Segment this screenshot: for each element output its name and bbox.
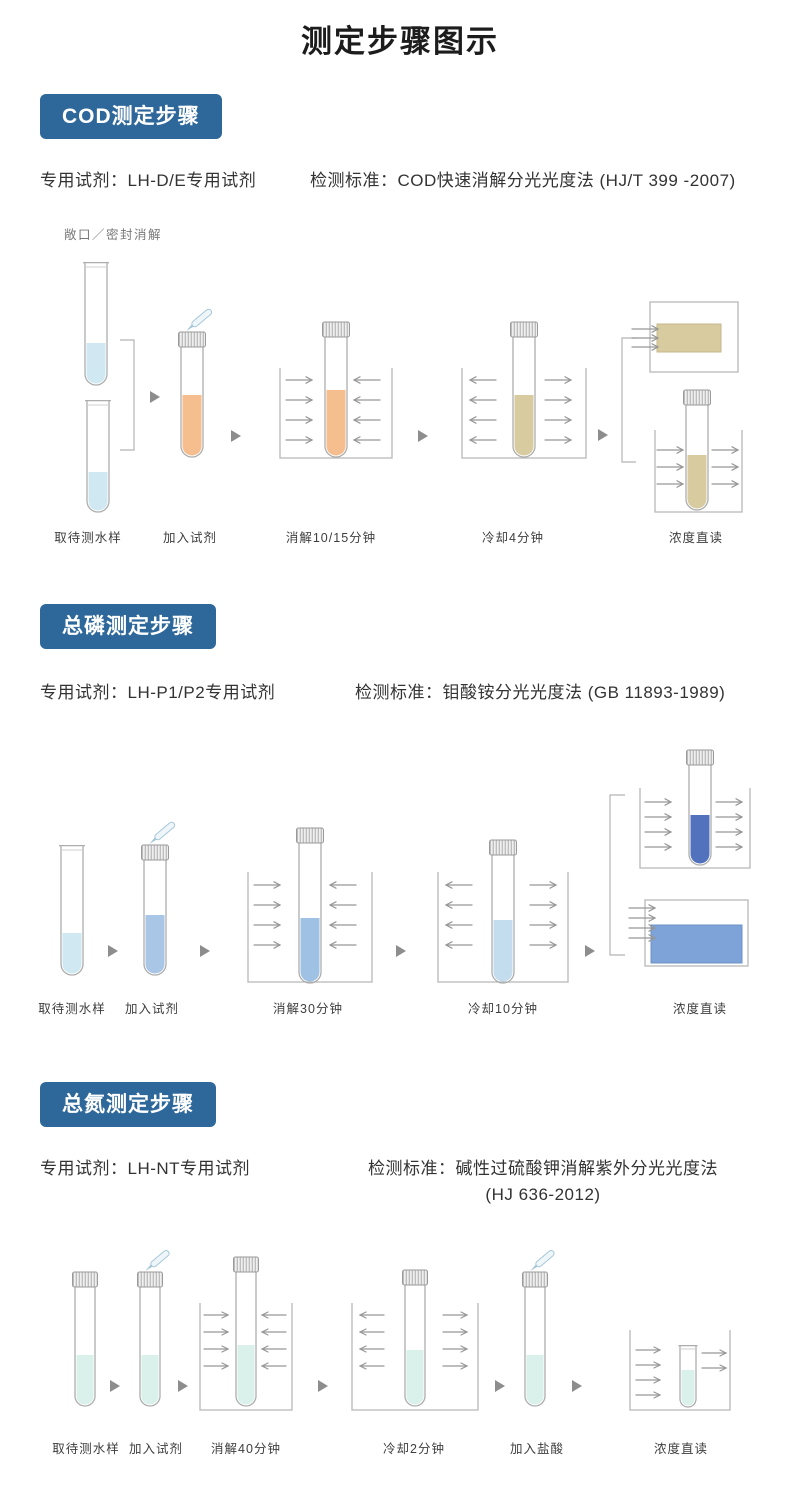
standard-value-line2: (HJ 636-2012) bbox=[485, 1185, 601, 1205]
step-label: 加入盐酸 bbox=[509, 1442, 565, 1456]
standard-value: COD快速消解分光光度法 (HJ/T 399 -2007) bbox=[397, 171, 736, 190]
readout-tube-bath bbox=[639, 749, 751, 869]
cod-diagram bbox=[83, 262, 743, 513]
digestion-mode-note: 敞口／密封消解 bbox=[64, 228, 163, 242]
step-label: 加入试剂 bbox=[124, 1002, 180, 1016]
standard-value: 碱性过硫酸钾消解紫外分光光度法 bbox=[455, 1159, 718, 1178]
step-label: 消解10/15分钟 bbox=[285, 531, 377, 545]
step-label: 冷却10分钟 bbox=[468, 1002, 538, 1016]
sample-tube-open-icon bbox=[59, 845, 85, 976]
tn-diagram bbox=[72, 1250, 731, 1411]
tp-diagram bbox=[59, 749, 751, 984]
reagent-info-cod: 专用试剂：LH-D/E专用试剂 bbox=[40, 170, 256, 192]
section-badge-tn: 总氮测定步骤 bbox=[40, 1082, 216, 1128]
sample-tube-icon bbox=[72, 1271, 98, 1407]
light-arrows bbox=[635, 1346, 727, 1399]
step-arrow-icon bbox=[231, 430, 241, 442]
step-arrow-icon bbox=[150, 391, 160, 403]
reagent-label: 专用试剂： bbox=[40, 683, 128, 702]
step-arrow-icon bbox=[418, 430, 428, 442]
sample-tube-open-icon bbox=[83, 262, 109, 386]
digestion-bath bbox=[247, 827, 373, 984]
step-arrow-icon bbox=[318, 1380, 328, 1392]
readout-cuvette bbox=[631, 301, 739, 373]
step-label: 取待测水样 bbox=[38, 1002, 106, 1016]
standard-info-cod: 检测标准：COD快速消解分光光度法 (HJ/T 399 -2007) bbox=[310, 170, 736, 192]
step-label: 取待测水样 bbox=[52, 1442, 120, 1456]
readout-tube-bath bbox=[654, 389, 743, 513]
dropper-icon bbox=[145, 1250, 170, 1271]
step-arrow-icon bbox=[200, 945, 210, 957]
standard-value: 钼酸铵分光光度法 (GB 11893-1989) bbox=[442, 683, 726, 702]
step-arrow-icon bbox=[572, 1380, 582, 1392]
cod-diagram-area: 取待测水样 加入试剂 消解10/15分钟 冷却4分钟 浓度直读 bbox=[0, 245, 800, 545]
reagent-tube-icon bbox=[141, 844, 169, 976]
cooling-bath bbox=[351, 1269, 479, 1411]
step-label: 浓度直读 bbox=[653, 1442, 709, 1456]
dropper-icon bbox=[186, 308, 213, 331]
step-label: 浓度直读 bbox=[672, 1002, 728, 1016]
options-bracket bbox=[621, 337, 636, 463]
reagent-value: LH-NT专用试剂 bbox=[127, 1159, 251, 1178]
tn-diagram-area: 取待测水样 加入试剂 消解40分钟 冷却2分钟 加入盐酸 浓度直读 bbox=[0, 1250, 800, 1460]
digestion-bath bbox=[279, 321, 393, 459]
standard-info-tn: 检测标准：碱性过硫酸钾消解紫外分光光度法 (HJ 636-2012) bbox=[368, 1158, 718, 1206]
reagent-tube-icon bbox=[178, 331, 206, 458]
step-arrow-icon bbox=[495, 1380, 505, 1392]
step-arrow-icon bbox=[598, 429, 608, 441]
pair-bracket bbox=[120, 339, 135, 451]
reagent-value: LH-D/E专用试剂 bbox=[127, 171, 257, 190]
digestion-bath bbox=[199, 1256, 293, 1411]
reagent-info-tn: 专用试剂：LH-NT专用试剂 bbox=[40, 1158, 250, 1180]
reagent-label: 专用试剂： bbox=[40, 1159, 128, 1178]
step-label: 取待测水样 bbox=[54, 531, 122, 545]
tp-diagram-area: 取待测水样 加入试剂 消解30分钟 冷却10分钟 浓度直读 bbox=[0, 740, 800, 1016]
readout-cuvette bbox=[628, 899, 749, 967]
dropper-icon bbox=[149, 821, 176, 844]
step-label: 浓度直读 bbox=[668, 531, 724, 545]
standard-label: 检测标准： bbox=[355, 683, 443, 702]
section-badge-cod: COD测定步骤 bbox=[40, 94, 222, 140]
cooling-bath bbox=[437, 839, 569, 984]
step-arrow-icon bbox=[178, 1380, 188, 1392]
step-label: 冷却4分钟 bbox=[482, 531, 544, 545]
step-arrow-icon bbox=[396, 945, 406, 957]
sample-tube-open-icon-2 bbox=[85, 400, 111, 513]
options-bracket bbox=[609, 794, 625, 956]
step-arrow-icon bbox=[110, 1380, 120, 1392]
step-label: 消解30分钟 bbox=[273, 1002, 343, 1016]
readout-tube-bath bbox=[629, 1330, 731, 1411]
standard-info-tp: 检测标准：钼酸铵分光光度法 (GB 11893-1989) bbox=[355, 682, 725, 704]
reagent-label: 专用试剂： bbox=[40, 171, 128, 190]
step-arrow-icon bbox=[108, 945, 118, 957]
step-label: 消解40分钟 bbox=[211, 1442, 281, 1456]
reagent-tube-icon bbox=[137, 1271, 163, 1407]
light-arrows bbox=[631, 325, 659, 351]
dropper-icon bbox=[530, 1250, 555, 1271]
step-label: 加入试剂 bbox=[162, 531, 218, 545]
light-arrows bbox=[628, 904, 656, 942]
reagent-info-tp: 专用试剂：LH-P1/P2专用试剂 bbox=[40, 682, 275, 704]
reagent-value: LH-P1/P2专用试剂 bbox=[127, 683, 276, 702]
standard-label: 检测标准： bbox=[368, 1159, 456, 1178]
page-title: 测定步骤图示 bbox=[301, 24, 499, 59]
section-badge-tp: 总磷测定步骤 bbox=[40, 604, 216, 650]
standard-label: 检测标准： bbox=[310, 171, 398, 190]
step-arrow-icon bbox=[585, 945, 595, 957]
step-label: 冷却2分钟 bbox=[383, 1442, 445, 1456]
acid-tube-icon bbox=[522, 1271, 548, 1407]
step-label: 加入试剂 bbox=[128, 1442, 184, 1456]
cooling-bath bbox=[461, 321, 587, 459]
